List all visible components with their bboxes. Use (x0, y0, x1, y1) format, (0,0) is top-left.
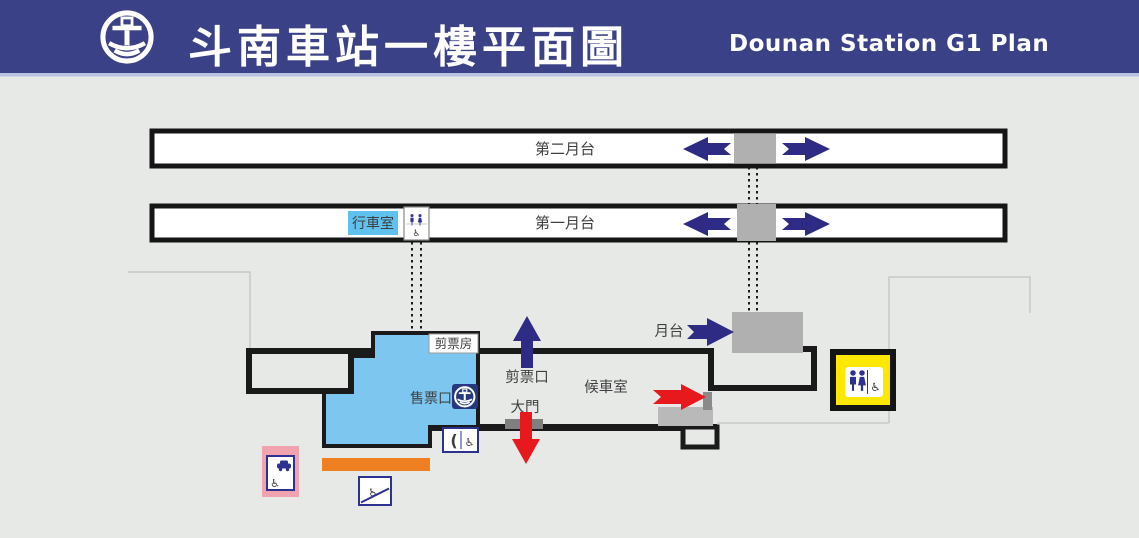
header-divider (0, 73, 1139, 77)
phone-icon: ( (450, 431, 457, 450)
gate-room-label: 剪票房 (435, 336, 473, 351)
ticket-window-label: 售票口 (410, 391, 452, 407)
stairs-platform2 (734, 134, 776, 163)
car-icon (277, 460, 291, 472)
platform-access-arrow (687, 318, 734, 346)
accessible-ramp-sign: ♿ (358, 476, 392, 506)
control-room-box (348, 211, 398, 235)
small-room (680, 424, 720, 450)
platform-toilet-sign: ♿ (403, 206, 430, 241)
app-header: 斗南車站一樓平面圖 Dounan Station G1 Plan (0, 0, 1139, 73)
arrow-left-platform1 (683, 212, 731, 236)
left-room (246, 348, 354, 394)
wheelchair-icon: ♿ (870, 380, 880, 394)
control-room-label: 行車室 (352, 215, 394, 232)
side-door-block (703, 392, 712, 410)
platform-2-label: 第二月台 (535, 140, 595, 158)
gate-room-labelbox: 剪票房 (428, 333, 479, 354)
stairs-waiting-room (658, 407, 713, 426)
gate-label: 剪票口 (505, 368, 549, 386)
stairs-main (732, 312, 803, 353)
tra-logo (99, 9, 155, 65)
arrow-left-platform2 (683, 137, 731, 161)
canopy-bar (322, 458, 430, 471)
accessible-parking-sign: ♿ (262, 446, 299, 497)
wheelchair-icon: ♿ (465, 436, 475, 449)
phone-accessible-sign: ( ♿ (442, 427, 479, 453)
wheelchair-icon: ♿ (270, 477, 280, 490)
arrow-right-platform2 (782, 137, 830, 161)
door-arrow-down (512, 412, 540, 464)
arrow-right-platform1 (782, 212, 830, 236)
ramp-wheelchair-icon: ♿ (367, 485, 380, 500)
platform-1-bar (149, 203, 1008, 243)
waiting-room-label: 候車室 (584, 379, 628, 396)
ramp-slope-line (360, 487, 390, 504)
platform-2-bar (149, 128, 1008, 169)
door-label: 大門 (511, 399, 540, 416)
toilet-sign: ♿ (830, 349, 896, 411)
gate-arrow-up (513, 316, 541, 368)
wheelchair-icon: ♿ (412, 229, 420, 239)
entry-arrow-right (653, 384, 706, 410)
platform-1-label: 第一月台 (535, 214, 595, 232)
stair-connector-dotted-lines (411, 167, 758, 332)
page-title: 斗南車站一樓平面圖 (188, 22, 629, 73)
platform-access-label: 月台 (655, 323, 684, 340)
page-subtitle: Dounan Station G1 Plan (729, 31, 1050, 57)
tra-mini-logo (452, 384, 478, 409)
stairs-platform1 (737, 204, 776, 241)
